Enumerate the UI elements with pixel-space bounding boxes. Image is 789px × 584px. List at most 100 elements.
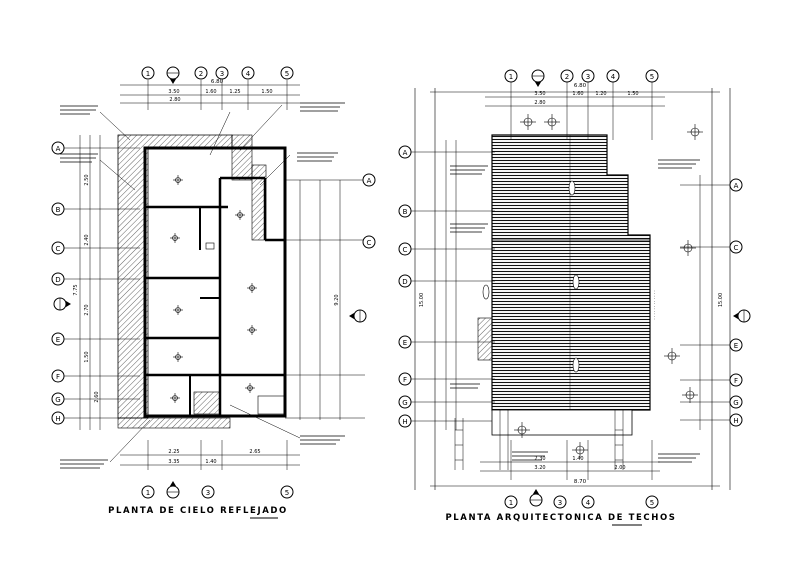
- roof-section-marker-top: [531, 69, 545, 87]
- roof-right-axis-bubbles: A C E F G H: [729, 178, 751, 427]
- svg-text:1: 1: [509, 73, 513, 81]
- top-dim-4: 1.25: [229, 89, 240, 95]
- svg-text:E: E: [56, 336, 60, 344]
- roof-axis-bubble-1: 1: [504, 69, 518, 83]
- axis-bubble-F: F: [51, 369, 65, 383]
- light-fixture-icon: [245, 383, 255, 393]
- svg-text:5: 5: [650, 73, 654, 81]
- roof-plan: 1 2 3 4 5 6.80 3.50 2.80 1.60 1.20 1.50 …: [398, 69, 751, 526]
- svg-text:F: F: [403, 376, 407, 384]
- axis-bubble-5-bottom: 5: [280, 485, 294, 499]
- roof-top-dimensions: [485, 82, 665, 140]
- roof-bottom-total-dim: 8.70: [574, 479, 587, 485]
- svg-text:5: 5: [285, 489, 289, 497]
- level-marker-icon: [664, 348, 680, 364]
- level-marker-icon: [682, 387, 698, 403]
- top-dim-2: 2.80: [169, 97, 180, 103]
- roof-top-dim-5: 1.50: [627, 91, 638, 97]
- svg-text:1: 1: [146, 489, 150, 497]
- left-dim-1: 2.50: [84, 174, 90, 185]
- svg-text:1: 1: [509, 499, 513, 507]
- svg-text:3: 3: [558, 499, 562, 507]
- light-fixture-icon: [235, 210, 245, 220]
- roof-plan-frame: [414, 88, 731, 490]
- roof-axis-bubble-5-bottom: 5: [645, 495, 659, 509]
- roof-drain-icon: [572, 357, 580, 373]
- svg-text:C: C: [734, 244, 739, 252]
- svg-text:A: A: [734, 182, 739, 190]
- roof-right-total-dim: 15.00: [718, 293, 724, 307]
- roof-drain-icon: [572, 274, 580, 290]
- svg-text:A: A: [56, 145, 61, 153]
- roof-axis-bubble-C: C: [398, 242, 412, 256]
- left-dim-4: 1.50: [84, 351, 90, 362]
- ceiling-light-fixtures: [170, 175, 257, 403]
- left-dim-2: 2.40: [84, 234, 90, 245]
- light-fixture-icon: [170, 233, 180, 243]
- annotation-leaders: [99, 104, 301, 463]
- svg-text:H: H: [733, 417, 738, 425]
- ceiling-plan-walls: [117, 134, 287, 429]
- roof-section-marker-right: [733, 309, 751, 323]
- left-top-axis-bubbles: 1 2 3 4 5: [141, 66, 294, 84]
- axis-bubble-3-bottom: 3: [201, 485, 215, 499]
- left-bottom-axis-bubbles: 1 3 5: [141, 481, 294, 499]
- svg-text:G: G: [55, 396, 60, 404]
- roof-axis-bubble-H-right: H: [729, 413, 743, 427]
- roof-axis-bubble-2: 2: [560, 69, 574, 83]
- svg-text:G: G: [733, 399, 738, 407]
- roof-top-dim-1: 3.50: [534, 91, 545, 97]
- annotation-note-blocks: [60, 102, 345, 469]
- axis-bubble-C-right: C: [362, 235, 376, 249]
- roof-section-marker-bottom: [529, 489, 543, 507]
- roof-axis-bubble-4-bottom: 4: [581, 495, 595, 509]
- svg-text:C: C: [367, 239, 372, 247]
- svg-text:C: C: [403, 246, 408, 254]
- section-marker-right: [349, 309, 367, 323]
- svg-text:B: B: [403, 208, 408, 216]
- axis-bubble-A: A: [51, 141, 65, 155]
- roof-top-total-dim: 6.80: [574, 83, 587, 89]
- right-total-dim: 9.20: [334, 294, 340, 305]
- axis-bubble-G: G: [51, 392, 65, 406]
- axis-bubble-H: H: [51, 411, 65, 425]
- axis-bubble-E: E: [51, 332, 65, 346]
- left-side-axis-bubbles: A B C D E F G H: [51, 141, 71, 425]
- roof-vertical-note: . . . . . . . . . . . .: [651, 290, 656, 319]
- roof-drain-icon: [482, 284, 490, 300]
- roof-bottom-dim-1: 2.30: [534, 456, 545, 462]
- light-fixture-icon: [173, 352, 183, 362]
- light-fixture-icon: [170, 393, 180, 403]
- left-side-dimensions: [64, 135, 140, 430]
- svg-text:E: E: [403, 339, 407, 347]
- svg-text:3: 3: [206, 489, 210, 497]
- top-total-dim: 6.80: [211, 79, 224, 85]
- svg-text:H: H: [55, 415, 60, 423]
- roof-axis-bubble-E: E: [398, 335, 412, 349]
- roof-axis-bubble-D: D: [398, 274, 412, 288]
- svg-text:H: H: [402, 418, 407, 426]
- level-marker-icon: [520, 114, 536, 130]
- roof-axis-bubble-A-right: A: [729, 178, 743, 192]
- roof-axis-bubble-A: A: [398, 145, 412, 159]
- svg-text:2: 2: [199, 70, 203, 78]
- axis-bubble-2: 2: [194, 66, 208, 80]
- svg-text:C: C: [56, 245, 61, 253]
- svg-text:4: 4: [586, 499, 591, 507]
- roof-axis-bubble-G: G: [398, 395, 412, 409]
- top-dim-5: 1.50: [261, 89, 272, 95]
- reflected-ceiling-plan: 1 2 3 4 5 6.80 3.50 2.80 1.60 1.25 1.50: [51, 66, 376, 519]
- roof-axis-bubble-H: H: [398, 414, 412, 428]
- roof-top-dim-2: 2.80: [534, 100, 545, 106]
- bottom-dim-4: 3.35: [168, 459, 179, 465]
- svg-text:E: E: [734, 342, 738, 350]
- level-marker-icon: [680, 240, 696, 256]
- light-fixture-icon: [247, 325, 257, 335]
- roof-top-dim-4: 1.20: [595, 91, 606, 97]
- ceiling-plan-title: PLANTA DE CIELO REFLEJADO: [108, 506, 288, 516]
- top-dim-1: 3.50: [168, 89, 179, 95]
- svg-text:3: 3: [220, 70, 224, 78]
- section-marker-bottom: [166, 481, 180, 499]
- svg-text:B: B: [56, 206, 61, 214]
- roof-left-axis-bubbles: A B C D E F G H: [398, 145, 412, 428]
